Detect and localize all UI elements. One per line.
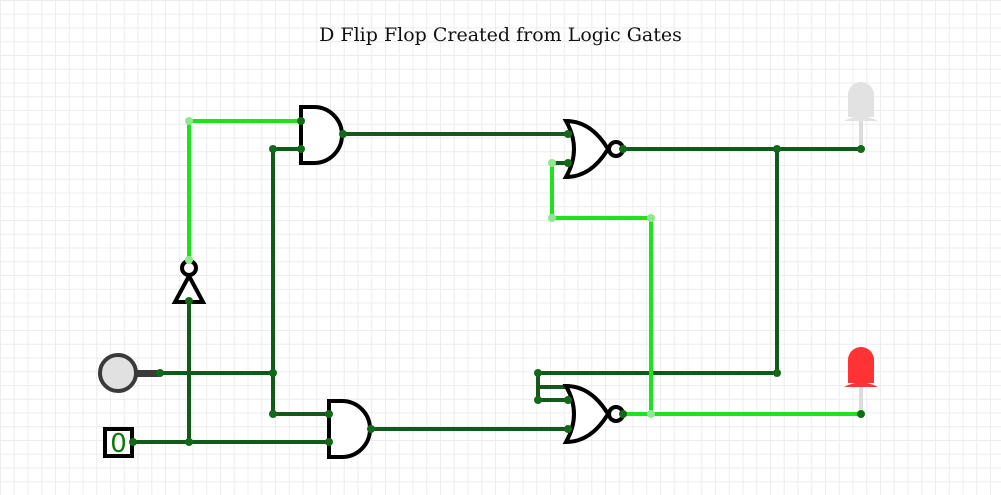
node xyxy=(564,425,572,433)
node xyxy=(185,117,193,125)
node xyxy=(325,438,333,446)
and-gate-bottom[interactable] xyxy=(327,399,372,459)
toggle-value: 0 xyxy=(110,429,127,459)
node xyxy=(534,369,542,377)
node xyxy=(297,145,305,153)
node xyxy=(269,369,277,377)
node xyxy=(269,145,277,153)
node xyxy=(647,410,655,418)
led-bottom-qbar xyxy=(844,347,878,414)
node xyxy=(773,145,781,153)
led-top-q xyxy=(844,82,878,149)
node xyxy=(185,438,193,446)
node xyxy=(534,396,542,404)
node xyxy=(857,410,865,418)
node xyxy=(548,214,556,222)
not-gate[interactable] xyxy=(171,259,207,304)
node xyxy=(619,145,627,153)
node xyxy=(156,369,164,377)
node xyxy=(367,425,375,433)
wires-high xyxy=(187,119,861,416)
node xyxy=(325,410,333,418)
node xyxy=(185,256,193,264)
wire-not-to-and-top[interactable] xyxy=(187,119,301,260)
wire-q-feedback[interactable] xyxy=(536,149,779,402)
clock-input[interactable] xyxy=(98,353,159,393)
node xyxy=(129,438,137,446)
wire-qbar-feedback[interactable] xyxy=(550,163,653,414)
data-toggle-input[interactable]: 0 xyxy=(103,427,134,459)
and-gate-top[interactable] xyxy=(299,105,344,165)
wires-low xyxy=(133,132,861,444)
nor-gate-bottom[interactable] xyxy=(562,383,625,445)
node xyxy=(564,159,572,167)
node xyxy=(564,130,572,138)
connection-nodes xyxy=(129,117,865,446)
node xyxy=(297,117,305,125)
node xyxy=(548,159,556,167)
node xyxy=(269,410,277,418)
nor-gate-top[interactable] xyxy=(562,118,625,180)
node xyxy=(564,396,572,404)
node xyxy=(647,214,655,222)
node xyxy=(857,145,865,153)
node xyxy=(185,297,193,305)
node xyxy=(619,410,627,418)
node xyxy=(339,130,347,138)
node xyxy=(773,369,781,377)
diagram-title: D Flip Flop Created from Logic Gates xyxy=(319,24,682,46)
